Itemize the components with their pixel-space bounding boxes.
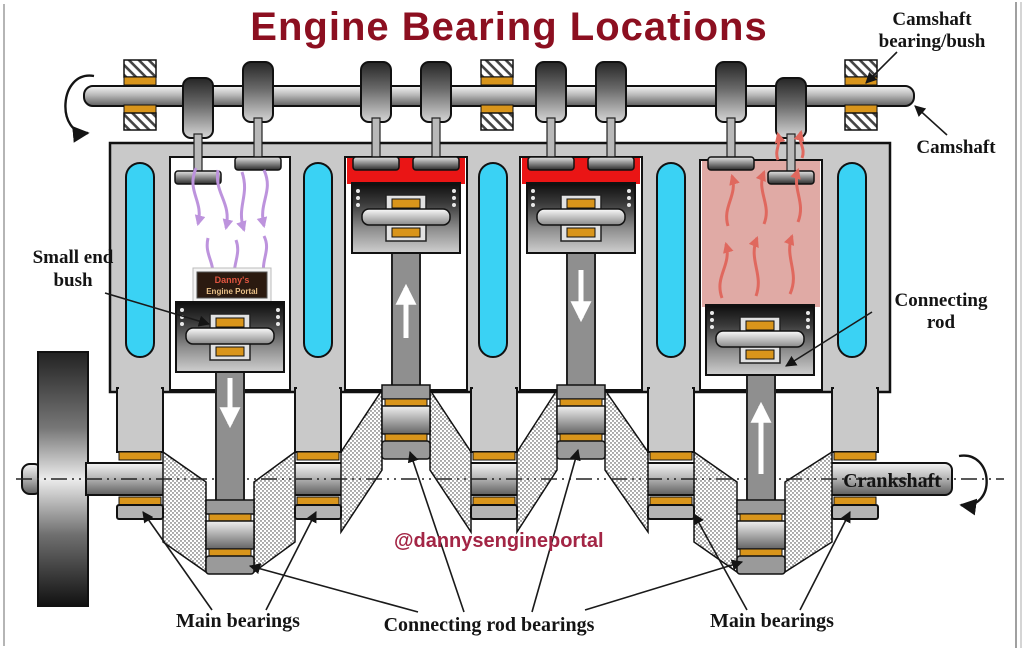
crank-web (604, 387, 649, 535)
valve-head (707, 156, 755, 171)
valve-head-open (174, 170, 222, 185)
label-connecting-rod-line2: rod (927, 312, 956, 333)
coolant-passage (303, 162, 333, 358)
piston-2 (351, 182, 461, 254)
page-title: Engine Bearing Locations (250, 5, 767, 49)
leader-main-bearing (265, 511, 317, 611)
leader-rod-bearing (584, 559, 744, 611)
crank-web (784, 450, 833, 574)
exhaust-flow-arrows-icon (718, 129, 805, 299)
piston-motion-arrows (219, 270, 772, 474)
coolant-passage (837, 162, 867, 358)
label-camshaft-bearing-line2: bearing/bush (879, 31, 986, 52)
main-bearing-1 (116, 384, 164, 520)
leader-rod-bearing (407, 450, 465, 613)
cam-lobe (420, 61, 452, 123)
coolant-passage (125, 162, 155, 358)
watermark-handle: @dannysengineportal (394, 530, 604, 552)
piston-1 (175, 301, 285, 373)
cam-lobe (360, 61, 392, 123)
main-bearing-2 (294, 384, 342, 520)
leader-rod-bearing (531, 448, 581, 613)
crankshaft-rotation-arrow-icon (958, 454, 988, 516)
rod-bearing-3 (556, 384, 606, 460)
leader-small-end-bush (104, 292, 211, 327)
leader-main-bearing (693, 513, 748, 611)
label-camshaft: Camshaft (916, 137, 996, 158)
piston-4 (705, 304, 815, 376)
valve-head (352, 156, 400, 171)
valve-head (412, 156, 460, 171)
label-connecting-rod-bearings: Connecting rod bearings (384, 614, 595, 636)
label-crankshaft: Crankshaft (843, 470, 941, 492)
label-main-bearings-right: Main bearings (710, 610, 834, 632)
main-bearing-4 (647, 384, 695, 520)
leader-connecting-rod (785, 311, 873, 367)
rod-bearing-1 (205, 499, 255, 575)
camshaft-rotation-arrow-icon (64, 74, 95, 143)
crank-web (516, 387, 558, 535)
cam-lobe (182, 77, 214, 139)
crank-web (429, 387, 472, 535)
crank-web (253, 450, 296, 574)
valve-head (234, 156, 282, 171)
rod-bearing-2 (381, 384, 431, 460)
cam-lobe (595, 61, 627, 123)
logo-line1: Danny's (215, 275, 250, 285)
valve-stem (786, 133, 796, 177)
cam-lobe (535, 61, 567, 123)
cam-lobe (242, 61, 274, 123)
label-connecting-rod-line1: Connecting (895, 290, 988, 311)
leader-main-bearing (142, 511, 213, 611)
coolant-passage (478, 162, 508, 358)
valve-head-open (767, 170, 815, 185)
label-camshaft-bearing-line1: Camshaft (892, 9, 972, 30)
label-main-bearings-left: Main bearings (176, 610, 300, 632)
rod-bearing-4 (736, 499, 786, 575)
leader-rod-bearing (248, 563, 419, 613)
cam-lobe (715, 61, 747, 123)
coolant-passage (656, 162, 686, 358)
leader-main-bearing (799, 511, 851, 611)
leader-camshaft (914, 105, 948, 136)
main-bearing-5 (831, 384, 879, 520)
camshaft-assembly (64, 59, 915, 143)
valve-head (527, 156, 575, 171)
piston-3 (526, 182, 636, 254)
cam-lobe (775, 77, 807, 139)
logo-line2: Engine Portal (206, 287, 258, 296)
valve-head (587, 156, 635, 171)
leader-lines (104, 51, 948, 613)
leader-camshaft-bearing (865, 51, 898, 84)
crank-web (340, 387, 383, 535)
logo-banner: Danny's Engine Portal (192, 267, 272, 303)
main-bearing-3 (470, 384, 518, 520)
valves (174, 117, 815, 185)
label-small-end-bush-line2: bush (53, 270, 93, 291)
label-small-end-bush-line1: Small end (33, 247, 114, 268)
crank-web (162, 450, 207, 574)
